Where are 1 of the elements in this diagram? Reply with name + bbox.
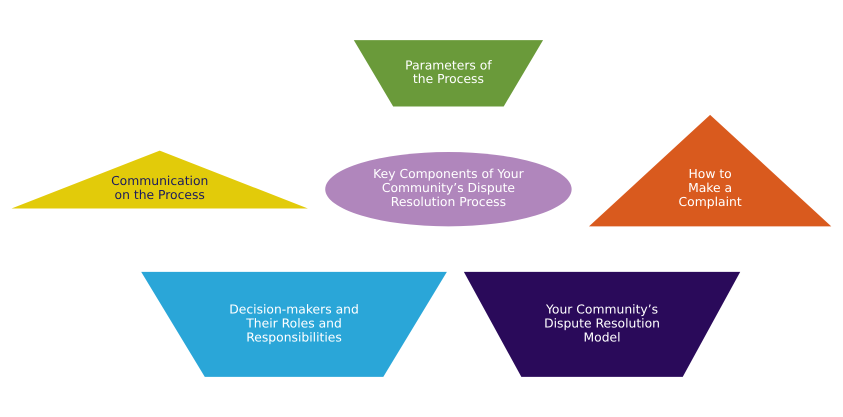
node-ellipse: Key Components of Your Community’s Dispute Resolution Process bbox=[325, 152, 572, 226]
